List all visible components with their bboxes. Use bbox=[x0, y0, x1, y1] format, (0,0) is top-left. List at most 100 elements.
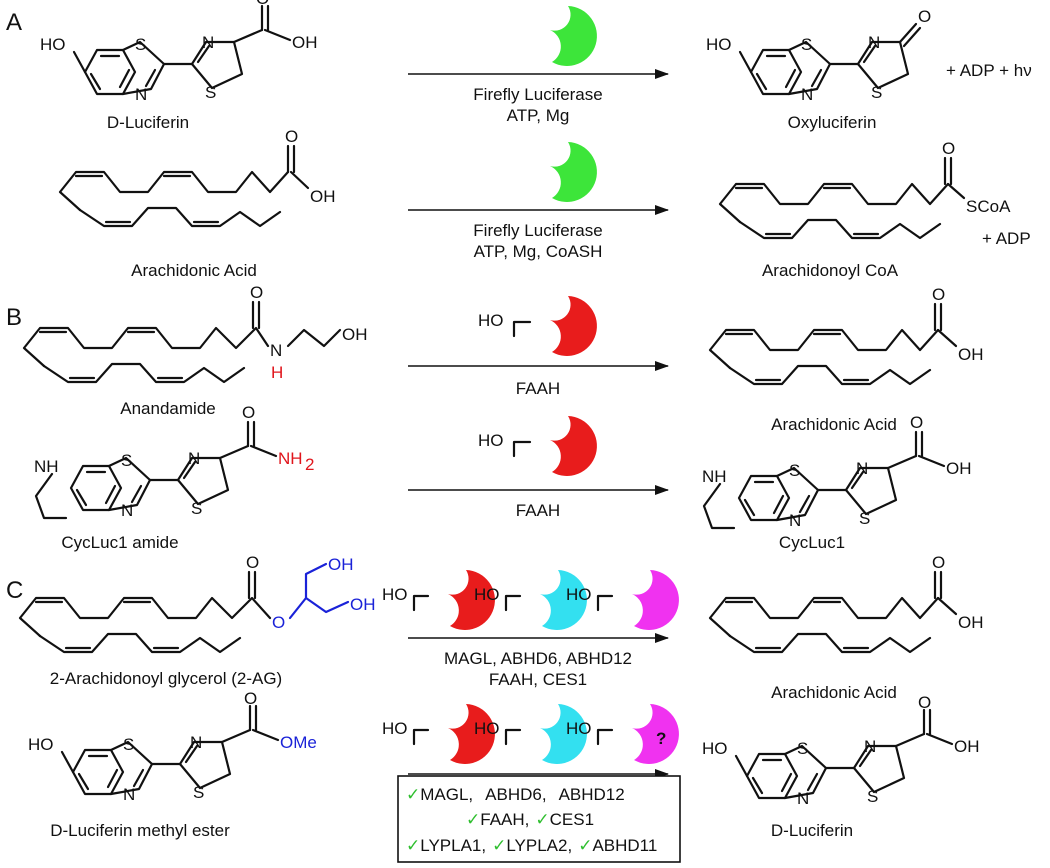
svg-text:S: S bbox=[121, 451, 132, 470]
svg-text:OMe: OMe bbox=[280, 733, 317, 752]
arachidonic-acid-structure-c1: O OH bbox=[708, 553, 984, 654]
svg-text:N: N bbox=[270, 341, 282, 360]
svg-text:S: S bbox=[789, 461, 800, 480]
enzyme-pacman-icon bbox=[550, 416, 597, 476]
enzyme-pacman-icon bbox=[632, 570, 679, 630]
label-d-luciferin: D-Luciferin bbox=[107, 113, 189, 132]
svg-text:S: S bbox=[191, 499, 202, 518]
2-ag-structure: O O OH OH bbox=[18, 553, 376, 654]
cycluc1-amide-structure: NH S N N S O NH 2 bbox=[34, 403, 314, 520]
svg-text:✓MAGL,ABHD6,ABHD12: ✓MAGL,ABHD6,ABHD12 bbox=[406, 785, 625, 804]
arrow-c2: HO HO HO ? bbox=[382, 704, 679, 779]
svg-text:N: N bbox=[789, 511, 801, 530]
arachidonoyl-coa-structure: O SCoA bbox=[718, 139, 1011, 240]
svg-text:OH: OH bbox=[954, 737, 980, 756]
svg-text:OH: OH bbox=[310, 187, 336, 206]
svg-text:N: N bbox=[190, 733, 202, 752]
svg-text:HO: HO bbox=[706, 35, 732, 54]
svg-text:FAAH: FAAH bbox=[516, 501, 560, 520]
anandamide-structure: O N H OH bbox=[22, 283, 368, 384]
svg-text:OH: OH bbox=[946, 459, 972, 478]
checkmark-icon: ✓ bbox=[578, 836, 592, 855]
svg-text:N: N bbox=[121, 501, 133, 520]
unknown-enzyme-question: ? bbox=[656, 729, 666, 748]
svg-text:HO: HO bbox=[382, 719, 408, 738]
enzyme-list-box: ✓MAGL,ABHD6,ABHD12 ✓FAAH,✓CES1 ✓LYPLA1,✓… bbox=[397, 775, 681, 863]
oxyluciferin-structure: HO S N N S O bbox=[706, 7, 931, 104]
label-d-luciferin-product: D-Luciferin bbox=[771, 821, 853, 840]
label-cycluc1: CycLuc1 bbox=[779, 533, 845, 552]
svg-text:HO: HO bbox=[566, 719, 592, 738]
arrow-a1: Firefly Luciferase ATP, Mg bbox=[408, 6, 669, 125]
svg-text:Firefly Luciferase: Firefly Luciferase bbox=[473, 85, 602, 104]
label-anandamide: Anandamide bbox=[120, 399, 215, 418]
svg-text:S: S bbox=[797, 739, 808, 758]
svg-text:S: S bbox=[871, 83, 882, 102]
enzyme-pacman-icon bbox=[550, 6, 597, 66]
arachidonic-acid-structure-a2: O OH bbox=[58, 127, 336, 228]
label-arachidonic-acid-a2: Arachidonic Acid bbox=[131, 261, 257, 280]
label-arachidonoyl-coa: Arachidonoyl CoA bbox=[762, 261, 899, 280]
svg-text:N: N bbox=[801, 85, 813, 104]
checkmark-icon: ✓ bbox=[492, 836, 506, 855]
svg-text:ATP, Mg: ATP, Mg bbox=[507, 106, 570, 125]
panel-c-letter: C bbox=[6, 577, 23, 604]
svg-text:OH: OH bbox=[350, 595, 376, 614]
svg-text:ATP, Mg, CoASH: ATP, Mg, CoASH bbox=[474, 242, 603, 261]
enzyme-pacman-icon bbox=[550, 142, 597, 202]
svg-text:OH: OH bbox=[328, 555, 354, 574]
d-luciferin-structure: HO S N N S O OH bbox=[40, 0, 318, 104]
label-d-luciferin-methyl-ester: D-Luciferin methyl ester bbox=[50, 821, 230, 840]
svg-text:HO: HO bbox=[474, 719, 500, 738]
panel-b-letter: B bbox=[6, 304, 22, 331]
svg-text:FAAH, CES1: FAAH, CES1 bbox=[489, 670, 587, 689]
svg-text:HO: HO bbox=[40, 35, 66, 54]
svg-text:HO: HO bbox=[478, 431, 504, 450]
arrow-a2: Firefly Luciferase ATP, Mg, CoASH bbox=[408, 142, 669, 261]
label-cycluc1-amide: CycLuc1 amide bbox=[61, 533, 178, 552]
svg-text:HO: HO bbox=[566, 585, 592, 604]
svg-text:N: N bbox=[135, 85, 147, 104]
svg-text:S: S bbox=[801, 35, 812, 54]
svg-text:O: O bbox=[918, 693, 931, 712]
svg-text:NH: NH bbox=[278, 449, 303, 468]
svg-text:FAAH: FAAH bbox=[516, 379, 560, 398]
svg-text:HO: HO bbox=[478, 311, 504, 330]
arachidonic-acid-structure-b1: O OH bbox=[708, 285, 984, 386]
svg-text:H: H bbox=[271, 363, 283, 382]
svg-text:2: 2 bbox=[305, 455, 314, 474]
svg-text:HO: HO bbox=[382, 585, 408, 604]
svg-text:S: S bbox=[135, 35, 146, 54]
svg-text:N: N bbox=[856, 459, 868, 478]
svg-text:S: S bbox=[205, 83, 216, 102]
svg-text:O: O bbox=[246, 553, 259, 572]
svg-text:N: N bbox=[864, 737, 876, 756]
svg-text:O: O bbox=[242, 403, 255, 422]
checkmark-icon: ✓ bbox=[535, 810, 549, 829]
checkmark-icon: ✓ bbox=[406, 785, 420, 804]
svg-text:O: O bbox=[942, 139, 955, 158]
svg-text:✓LYPLA1,✓LYPLA2,✓ABHD11: ✓LYPLA1,✓LYPLA2,✓ABHD11 bbox=[406, 836, 657, 855]
svg-text:S: S bbox=[859, 509, 870, 528]
svg-text:OH: OH bbox=[292, 33, 318, 52]
svg-text:S: S bbox=[867, 787, 878, 806]
svg-text:HO: HO bbox=[28, 735, 54, 754]
svg-text:O: O bbox=[932, 285, 945, 304]
label-arachidonic-acid-b1: Arachidonic Acid bbox=[771, 415, 897, 434]
label-oxyluciferin: Oxyluciferin bbox=[788, 113, 877, 132]
svg-text:OH: OH bbox=[958, 613, 984, 632]
svg-text:Firefly Luciferase: Firefly Luciferase bbox=[473, 221, 602, 240]
svg-text:S: S bbox=[193, 783, 204, 802]
svg-text:SCoA: SCoA bbox=[966, 197, 1011, 216]
enzyme-pacman-icon bbox=[550, 296, 597, 356]
svg-text:O: O bbox=[256, 0, 269, 8]
cycluc1-structure: NH S N N S O OH bbox=[702, 413, 972, 530]
svg-text:O: O bbox=[918, 7, 931, 26]
checkmark-icon: ✓ bbox=[406, 836, 420, 855]
arrow-b1: HO FAAH bbox=[408, 296, 669, 398]
label-arachidonic-acid-c1: Arachidonic Acid bbox=[771, 683, 897, 702]
svg-text:NH: NH bbox=[702, 467, 727, 486]
d-luciferin-product-structure: HO S N N S O OH bbox=[702, 693, 980, 808]
svg-text:O: O bbox=[250, 283, 263, 302]
svg-text:✓FAAH,✓CES1: ✓FAAH,✓CES1 bbox=[466, 810, 594, 829]
